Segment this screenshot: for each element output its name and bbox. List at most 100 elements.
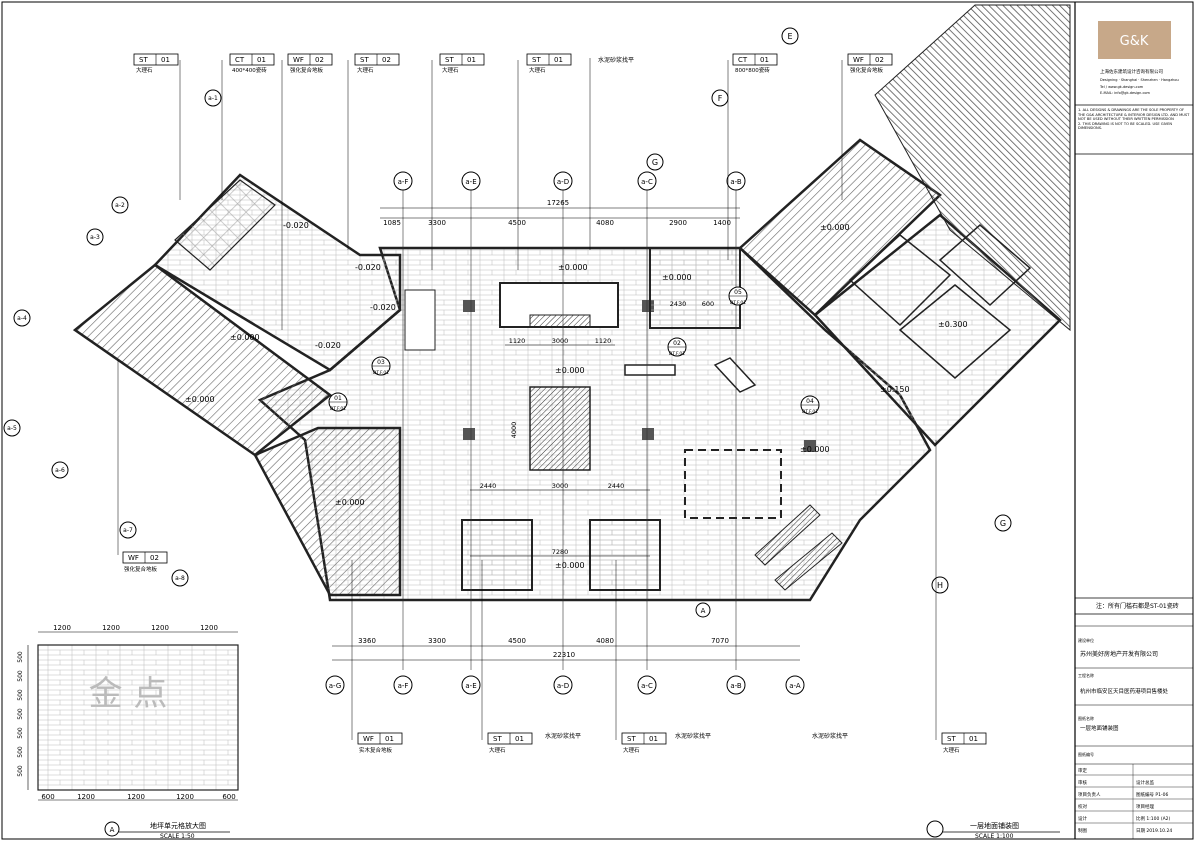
detail-side-dim: 500 bbox=[17, 708, 24, 720]
tag-desc: 大理石 bbox=[442, 66, 459, 74]
detail-side-dim: 500 bbox=[17, 670, 24, 682]
grid-bubble: E bbox=[787, 32, 792, 41]
inner-dim: 3000 bbox=[552, 482, 569, 490]
detail-bottom-dim: 1200 bbox=[176, 793, 194, 801]
tag-desc: 强化复合地板 bbox=[124, 565, 158, 573]
grid-bubble: a-3 bbox=[90, 234, 100, 241]
bench bbox=[774, 532, 843, 591]
material-tag-left: WF 02 强化复合地板 bbox=[117, 360, 168, 573]
company-sub: Designing · Shanghai · Shenzhen · Hangzh… bbox=[1100, 78, 1179, 82]
material-tag: WF 02 强化复合地板 bbox=[281, 53, 333, 330]
grid-bubbles-top: a-F a-E a-D a-C a-B bbox=[393, 171, 746, 191]
level-label: -0.020 bbox=[370, 303, 396, 312]
grid-bubble: a-F bbox=[398, 178, 409, 186]
detail-side-dim: 500 bbox=[17, 689, 24, 701]
level-label: -0.020 bbox=[315, 341, 341, 350]
inner-dim: 4000 bbox=[510, 422, 518, 439]
grid-bubble: a-G bbox=[329, 682, 342, 690]
material-tag: ST 01 大理石 bbox=[517, 53, 572, 270]
level-label: ±0.000 bbox=[800, 445, 830, 454]
column bbox=[642, 428, 654, 440]
client-label: 建设单位 bbox=[1078, 637, 1094, 643]
row-3-val: 项目经理 bbox=[1136, 803, 1154, 810]
counter-inner bbox=[529, 314, 591, 328]
sand-table bbox=[529, 386, 591, 471]
grid-bubble: a-C bbox=[641, 178, 653, 186]
title-rows: 审定 审核 设计总监 项目负责人 图纸编号 P1-06 校对 项目经理 设计 比… bbox=[1075, 764, 1193, 839]
grid-bubble: a-D bbox=[557, 178, 569, 186]
company-web: E-MAIL: info@gk-design.com bbox=[1100, 91, 1151, 95]
grid-bubble: a-C bbox=[641, 682, 653, 690]
right-roof-stripes bbox=[874, 4, 1071, 332]
detail-mark-ref: DT.F.01 bbox=[730, 300, 746, 306]
tag-code: WF bbox=[128, 554, 139, 562]
grid-bubble: a-7 bbox=[123, 527, 133, 534]
title-block: G&K 上海佐东建筑设计咨询有限公司 Designing · Shanghai … bbox=[1074, 2, 1193, 839]
inner-dim: 2430 bbox=[670, 300, 687, 308]
tag-desc: 大理石 bbox=[136, 66, 153, 74]
level-label: ±0.000 bbox=[558, 263, 588, 272]
tag-code: ST bbox=[627, 735, 636, 743]
row-0-key: 审定 bbox=[1078, 767, 1087, 774]
tag-desc: 实木复合地板 bbox=[359, 746, 393, 754]
column bbox=[463, 300, 475, 312]
note-2: 2. THIS DRAWING IS NOT TO BE SCALED. USE… bbox=[1078, 121, 1173, 131]
detail-title: 地坪单元格放大图 bbox=[150, 821, 206, 830]
right-room-box-1 bbox=[848, 234, 952, 327]
row-2-val: 图纸编号 P1-06 bbox=[1136, 791, 1168, 798]
column bbox=[804, 440, 816, 452]
detail-side-dim: 500 bbox=[17, 765, 24, 777]
bench bbox=[754, 504, 821, 566]
main-title-text: 一层地面铺装图 bbox=[970, 821, 1019, 830]
client-name: 苏州美好房地产开发有限公司 bbox=[1080, 650, 1158, 658]
drawing-name: 一层地面铺装图 bbox=[1080, 724, 1119, 732]
level-label: ±0.300 bbox=[938, 320, 968, 329]
tag-code: WF bbox=[363, 735, 374, 743]
stone-note: 注：所有门槛石都是ST-01瓷砖 bbox=[1096, 602, 1179, 610]
company-name: 上海佐东建筑设计咨询有限公司 bbox=[1100, 68, 1163, 75]
grid-bubble: a-A bbox=[789, 682, 801, 690]
detail-mark-ref: DT.F.01 bbox=[669, 351, 685, 357]
level-label: ±0.000 bbox=[820, 223, 850, 232]
detail-tag-circle bbox=[104, 821, 120, 837]
row-5-key: 制图 bbox=[1078, 827, 1087, 834]
detail-mark-num: 04 bbox=[806, 398, 814, 405]
grid-bubble: H bbox=[937, 581, 943, 590]
grid-bubble: a-E bbox=[465, 682, 476, 690]
detail-bottom-dim: 1200 bbox=[127, 793, 145, 801]
detail-mark-num: 03 bbox=[377, 359, 385, 366]
level-label: -0.020 bbox=[355, 263, 381, 272]
detail-mark-num: 01 bbox=[334, 395, 342, 402]
detail-mark-ref: DT.F.01 bbox=[373, 370, 389, 376]
row-4-val: 比例 1:100 (A2) bbox=[1136, 815, 1171, 822]
tag-code: ST bbox=[532, 56, 541, 64]
bottom-dim: 3360 bbox=[358, 637, 376, 645]
detail-side-dim: 500 bbox=[17, 746, 24, 758]
detail-mark-ref: DT.F.01 bbox=[330, 406, 346, 412]
level-label: ±0.000 bbox=[555, 366, 585, 375]
detail-tag: A bbox=[110, 826, 115, 834]
right-room-box-2 bbox=[898, 284, 1012, 379]
tag-num: 02 bbox=[382, 56, 391, 64]
grid-lines bbox=[402, 190, 737, 670]
detail-bottom-dim: 600 bbox=[222, 793, 235, 801]
tile-detail-grid bbox=[37, 644, 239, 791]
material-tag: ST 01 大理石 bbox=[133, 53, 181, 200]
inner-dim: 2440 bbox=[608, 482, 625, 490]
material-tags-top: ST 01 大理石 CT 01 400*400瓷砖 WF 02 强化复合地板 S… bbox=[133, 53, 893, 330]
right-room-box-3 bbox=[938, 224, 1032, 307]
grid-bubble: a-1 bbox=[208, 95, 218, 102]
top-dim: 1400 bbox=[713, 219, 731, 227]
detail-mark-num: 05 bbox=[734, 289, 742, 296]
top-right-room bbox=[649, 247, 741, 329]
inner-dim: 7280 bbox=[552, 548, 569, 556]
project-name: 杭州市临安区天目医药港项目售楼处 bbox=[1080, 687, 1169, 695]
mortar-note: 水泥砂浆找平 bbox=[812, 732, 848, 740]
detail-bottom-dim: 1200 bbox=[77, 793, 95, 801]
mortar-note: 水泥砂浆找平 bbox=[545, 732, 581, 740]
level-label: ±0.000 bbox=[185, 395, 215, 404]
top-dim: 4500 bbox=[508, 219, 526, 227]
tag-num: 01 bbox=[969, 735, 978, 743]
